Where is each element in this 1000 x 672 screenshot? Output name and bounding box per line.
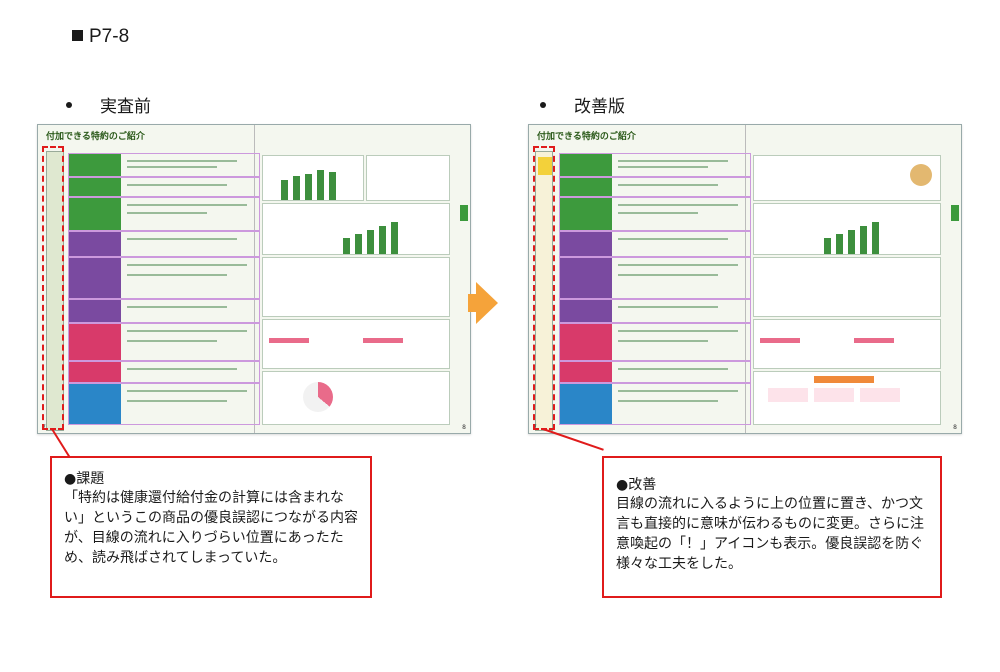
callout-heading: ●課題 [64, 471, 105, 487]
after-highlight-frame [533, 146, 555, 430]
rider-row [559, 177, 751, 197]
after-label: 改善版 [540, 92, 625, 117]
rider-row [68, 323, 260, 361]
note-box [753, 319, 941, 369]
rider-row [559, 231, 751, 257]
rider-row [68, 299, 260, 323]
bullet-icon [540, 102, 546, 108]
chart-box [753, 203, 941, 255]
chart-box [262, 155, 364, 201]
rider-row [68, 197, 260, 231]
callout-heading: ●改善 [616, 477, 657, 493]
rider-row [68, 177, 260, 197]
square-bullet-icon [72, 30, 83, 41]
warning-icon [538, 157, 552, 175]
text-box [753, 155, 941, 201]
rider-row [559, 383, 751, 425]
bullet-icon [66, 102, 72, 108]
after-spread-image: 付加できる特約のご紹介 7 8 [528, 124, 962, 434]
rider-row [559, 197, 751, 231]
text-box [366, 155, 450, 201]
rider-row [559, 257, 751, 299]
rider-row [68, 361, 260, 383]
pie-box [262, 371, 450, 425]
table-box [262, 257, 450, 317]
rider-row [68, 231, 260, 257]
callout-body: 「特約は健康還付給付金の計算には含まれない」というこの商品の優良誤認につながる内… [64, 490, 358, 566]
page-title: P7-8 [72, 26, 129, 48]
callout-body: 目線の流れに入るように上の位置に置き、かつ文言も直接的に意味が伝わるものに変更。… [616, 496, 924, 572]
arrow-right-icon [468, 294, 478, 312]
rider-row [68, 257, 260, 299]
before-issue-callout: ●課題 「特約は健康還付給付金の計算には含まれない」というこの商品の優良誤認につ… [50, 456, 372, 598]
rider-row [68, 153, 260, 177]
rider-row [559, 323, 751, 361]
table-box [753, 257, 941, 317]
arrow-right-icon [476, 282, 498, 324]
before-spread-image: 付加できる特約のご紹介 7 8 [37, 124, 471, 434]
spread-heading: 付加できる特約のご紹介 [46, 132, 145, 142]
stats-box [753, 371, 941, 425]
note-box [262, 319, 450, 369]
rider-row [559, 361, 751, 383]
before-highlight-frame [42, 146, 64, 430]
rider-row [559, 153, 751, 177]
chart-box [262, 203, 450, 255]
rider-row [68, 383, 260, 425]
after-improvement-callout: ●改善 目線の流れに入るように上の位置に置き、かつ文言も直接的に意味が伝わるもの… [602, 456, 942, 598]
rider-row [559, 299, 751, 323]
spread-heading: 付加できる特約のご紹介 [537, 132, 636, 142]
before-label: 実査前 [66, 92, 151, 117]
